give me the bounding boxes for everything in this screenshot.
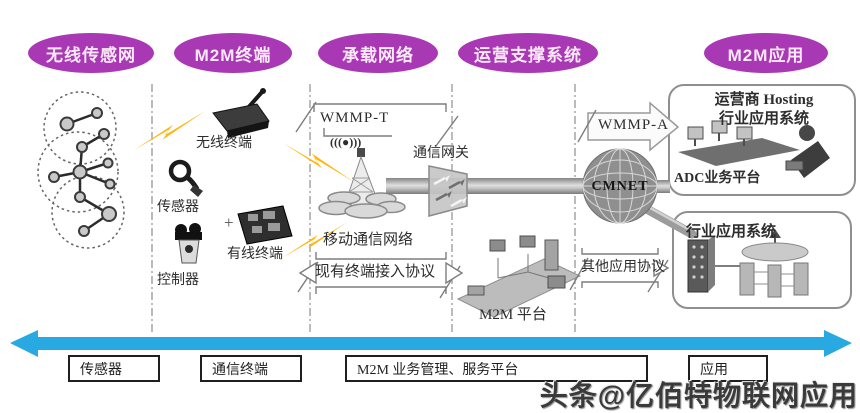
hosting-box-title-line2: 行业应用系统 xyxy=(718,111,809,127)
adc-platform-label: ADC业务平台 xyxy=(674,171,761,186)
wired-terminal-icon xyxy=(237,205,293,245)
wmmp-t-marker xyxy=(295,101,459,147)
stage-label-wsn: 无线传感网 xyxy=(28,33,154,73)
legacy-protocol-marker xyxy=(297,252,464,299)
sensor-network-icon xyxy=(37,91,125,249)
industry-box-title: 行业应用系统 xyxy=(686,224,777,240)
hosting-box-title-line1: 运营商 Hosting xyxy=(714,92,814,108)
industry-illustration xyxy=(687,229,809,298)
other-protocol-label: 其他应用协议 xyxy=(581,260,665,275)
cmnet-label: CMNET xyxy=(591,179,649,194)
mobile-network-label: 移动通信网络 xyxy=(323,232,414,248)
stage-label-terminal: M2M终端 xyxy=(174,33,292,73)
lightning-icon xyxy=(134,110,206,150)
timeline-double-arrow xyxy=(10,330,852,357)
stage-label-app: M2M应用 xyxy=(704,33,828,73)
sensor-label: 传感器 xyxy=(157,200,199,215)
wired-terminal-label: 有线终端 xyxy=(227,247,283,262)
hosting-illustration xyxy=(678,120,830,178)
other-protocol-marker xyxy=(569,248,670,293)
bottom-box-platform: M2M 业务管理、服务平台 xyxy=(345,355,648,382)
gateway-icon xyxy=(428,165,468,217)
sensor-icon xyxy=(168,159,203,197)
wireless-terminal-icon xyxy=(212,88,270,138)
cmnet-globe-icon xyxy=(582,148,658,224)
stage-label-bearer: 承载网络 xyxy=(318,33,438,73)
bottom-box-app: 应用 xyxy=(688,355,768,382)
legacy-protocol-label: 现有终端接入协议 xyxy=(315,264,436,280)
wmmp-a-label: WMMP-A xyxy=(598,117,670,133)
wmmp-t-label: WMMP-T xyxy=(320,110,390,126)
stage-label-oss: 运营支撑系统 xyxy=(458,33,598,73)
controller-icon xyxy=(175,223,202,264)
m2m-platform-icon xyxy=(456,235,582,318)
cell-tower-icon xyxy=(318,148,406,219)
comm-gateway-label: 通信网关 xyxy=(413,146,469,161)
controller-label: 控制器 xyxy=(157,273,199,288)
plus-sign: + xyxy=(224,213,234,232)
radio-waves-icon: (((●))) xyxy=(330,135,362,149)
bottom-box-terminal: 通信终端 xyxy=(200,355,302,382)
wireless-terminal-label: 无线终端 xyxy=(196,136,252,151)
wmmp-a-marker xyxy=(577,101,680,152)
bottom-box-sensor: 传感器 xyxy=(68,355,160,382)
m2m-platform-label: M2M 平台 xyxy=(479,307,547,323)
watermark-text: 头条@亿佰特物联网应用 xyxy=(539,380,858,411)
